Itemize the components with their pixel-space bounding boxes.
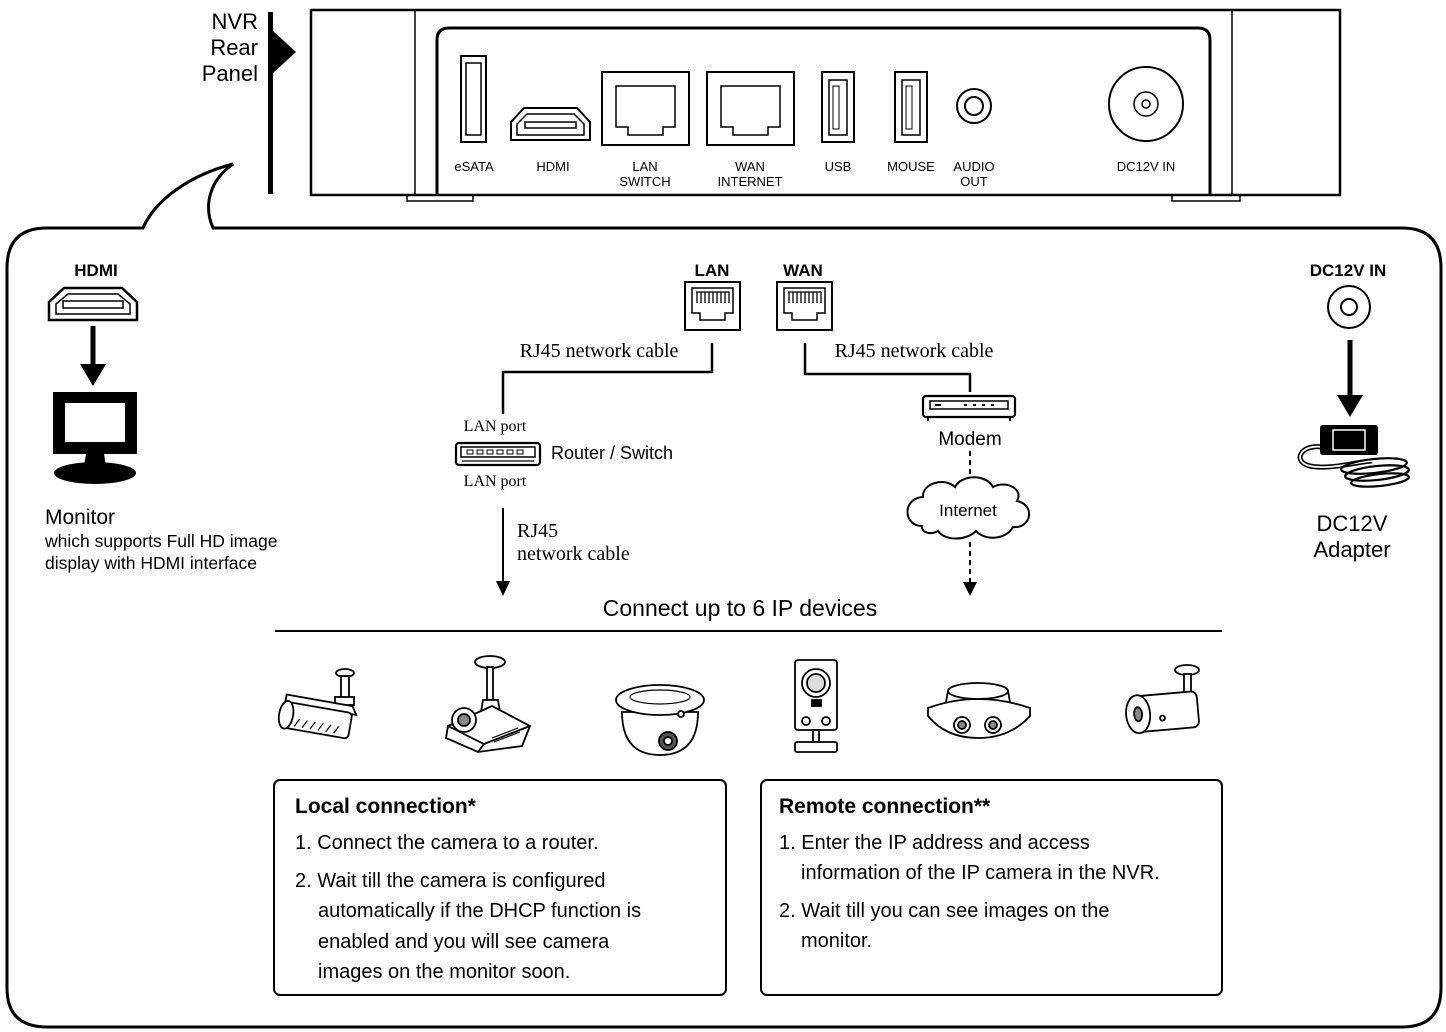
wan-cable-label: RJ45 network cable [835, 340, 994, 362]
power-adapter-icon [1297, 425, 1410, 488]
remote-connection-frame [760, 779, 1223, 996]
dc-power-jack-icon [1108, 66, 1184, 142]
device-body [309, 8, 1342, 197]
monitor-title: Monitor [45, 506, 115, 529]
rear-port-labels: eSATA HDMI LAN SWITCH WAN INTERNET USB M… [454, 159, 1175, 189]
router-port-top-label: LAN port [464, 418, 527, 435]
pointer-arrow-icon [273, 31, 296, 73]
port-panel [435, 26, 1212, 195]
bullet-camera-icon [277, 668, 358, 740]
local-connection-title: Local connection* [295, 795, 477, 818]
local-step-line: images on the monitor soon. [318, 961, 570, 983]
adapter-label-line-2: Adapter [1313, 537, 1390, 562]
arrow-down-icon [80, 326, 106, 386]
label-panel: Panel [202, 61, 258, 86]
modem-icon [921, 394, 1017, 421]
box-camera-icon [444, 655, 532, 753]
hdmi-section: HDMI Monitor which supports Full HD imag… [44, 261, 277, 573]
hdmi-port-icon [47, 286, 139, 322]
audio-sub-label: OUT [960, 174, 988, 189]
arrow-down-icon [496, 508, 510, 596]
rj45-jack-icon [776, 281, 833, 331]
power-section: DC12V IN DC12V Adapter [1297, 261, 1410, 562]
lan-cable-line [501, 343, 714, 414]
hdmi-heading: HDMI [74, 261, 117, 280]
device-foot-right [1171, 194, 1241, 202]
router-label: Router / Switch [551, 443, 673, 463]
monitor-icon [53, 392, 137, 484]
lan-sub-label: SWITCH [619, 174, 670, 189]
usb-label: USB [825, 159, 852, 174]
device-cable-label-line-1: RJ45 [517, 520, 558, 542]
esata-label: eSATA [454, 159, 494, 174]
lan-label: LAN [632, 159, 657, 174]
remote-step-line: monitor. [801, 930, 872, 952]
remote-connection-box: Remote connection** 1. Enter the IP addr… [760, 779, 1223, 996]
devices-title: Connect up to 6 IP devices [603, 595, 877, 621]
local-connection-box: Local connection* 1. Connect the camera … [273, 779, 727, 996]
local-step-line: automatically if the DHCP function is [318, 900, 641, 922]
rear-ports [460, 55, 1184, 146]
ip-devices: Connect up to 6 IP devices [275, 595, 1222, 756]
lan-heading: LAN [695, 261, 730, 280]
wan-sub-label: INTERNET [718, 174, 783, 189]
label-nvr: NVR [212, 9, 258, 34]
bullet-ceiling-camera-icon [1125, 664, 1200, 735]
label-rear: Rear [210, 35, 258, 60]
audio-label: AUDIO [953, 159, 994, 174]
device-foot-left [406, 194, 474, 202]
dome-camera-icon [615, 684, 705, 756]
router-port-bottom-label: LAN port [464, 473, 527, 490]
nvr-rear-panel-label: NVR Rear Panel [202, 9, 296, 194]
cube-camera-icon [794, 659, 838, 753]
power-jack-icon [1327, 285, 1371, 329]
local-connection-frame [273, 779, 727, 996]
remote-step-line: 1. Enter the IP address and access [779, 832, 1090, 854]
power-label: DC12V IN [1117, 159, 1176, 174]
local-step-line: 1. Connect the camera to a router. [295, 832, 599, 854]
usb-port-icon [821, 71, 855, 143]
power-heading: DC12V IN [1310, 261, 1387, 280]
hdmi-label: HDMI [536, 159, 569, 174]
wan-label: WAN [735, 159, 765, 174]
label-divider-bar [268, 12, 273, 194]
esata-port-icon [460, 55, 487, 143]
mouse-label: MOUSE [887, 159, 935, 174]
monitor-desc-line-2: display with HDMI interface [45, 553, 257, 573]
modem-label: Modem [938, 429, 1001, 450]
arrow-down-icon [1337, 340, 1363, 417]
callout-bubble [5, 162, 1443, 1029]
cloud-icon [906, 476, 1030, 540]
rj45-jack-icon [684, 281, 741, 331]
remote-step-line: information of the IP camera in the NVR. [801, 862, 1160, 884]
remote-step-line: 2. Wait till you can see images on the [779, 900, 1110, 922]
router-icon [454, 441, 542, 467]
remote-connection-title: Remote connection** [779, 795, 991, 818]
monitor-desc-line-1: which supports Full HD image [44, 531, 277, 551]
nvr-device [309, 8, 1342, 202]
adapter-label-line-1: DC12V [1317, 511, 1388, 536]
lan-port-icon [601, 71, 690, 146]
mouse-port-icon [894, 71, 928, 143]
network-section: LAN WAN RJ45 network cable RJ45 network … [454, 261, 1030, 596]
wan-heading: WAN [783, 261, 823, 280]
wan-port-icon [706, 71, 795, 146]
wan-cable-line [803, 343, 972, 392]
panoramic-camera-icon [927, 682, 1031, 739]
device-cable-label-line-2: network cable [517, 543, 630, 565]
hdmi-port-icon [510, 107, 591, 141]
arrow-down-icon [963, 582, 977, 596]
local-step-line: 2. Wait till the camera is configured [295, 870, 606, 892]
audio-jack-icon [956, 88, 992, 124]
internet-label: Internet [939, 501, 997, 520]
lan-cable-label: RJ45 network cable [520, 340, 679, 362]
local-step-line: enabled and you will see camera [318, 931, 610, 953]
